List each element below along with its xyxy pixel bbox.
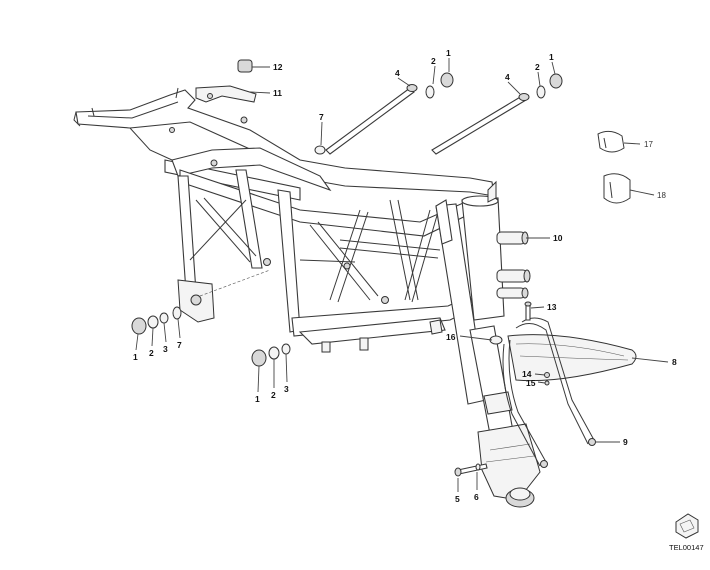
- screw-14: [544, 372, 550, 378]
- washer-top-right: [536, 85, 546, 99]
- catalog-logo: [675, 513, 699, 539]
- callout-2: 2: [271, 390, 276, 400]
- callout-18: 18: [657, 191, 666, 200]
- nut-15: [544, 380, 550, 386]
- spacer-lower-left: [159, 312, 169, 324]
- bolt-13: [524, 301, 532, 321]
- clip-17: [597, 130, 625, 153]
- washer-6: [475, 463, 481, 471]
- long-bolt-left: [325, 84, 418, 155]
- callout-1: 1: [549, 52, 554, 62]
- callout-11: 11: [273, 88, 282, 98]
- callout-7: 7: [177, 340, 182, 350]
- callout-6: 6: [474, 492, 479, 502]
- callout-1: 1: [446, 48, 451, 58]
- callout-9: 9: [623, 437, 628, 447]
- callout-4: 4: [505, 72, 510, 82]
- rubber-buffer: [237, 59, 253, 73]
- spacer-upper: [314, 145, 326, 155]
- mounting-bracket: [195, 85, 257, 103]
- callout-8: 8: [672, 357, 677, 367]
- callout-12: 12: [273, 62, 283, 72]
- leader-lines: [135, 58, 669, 492]
- callout-14: 14: [522, 369, 532, 379]
- callout-5: 5: [455, 494, 460, 504]
- callout-17: 17: [644, 140, 653, 149]
- washer-lower-left: [147, 315, 159, 329]
- main-frame: [73, 87, 531, 353]
- cap-lower-mid: [251, 349, 267, 367]
- callout-4: 4: [395, 68, 400, 78]
- callout-1: 1: [133, 352, 138, 362]
- washer-top-left: [425, 85, 435, 99]
- front-fork-leg: [435, 199, 541, 508]
- callout-1: 1: [255, 394, 260, 404]
- callout-labels: 1 2 4 4 2 1 12 11 7 17 18 10 13 16 8 14 …: [133, 48, 677, 504]
- clip-18: [603, 173, 631, 204]
- catalog-code: TEL00147: [669, 543, 704, 552]
- callout-15: 15: [526, 378, 536, 388]
- callout-13: 13: [547, 302, 557, 312]
- callout-2: 2: [431, 56, 436, 66]
- callout-3: 3: [163, 344, 168, 354]
- callout-2: 2: [535, 62, 540, 72]
- front-mudguard: [507, 334, 637, 382]
- callout-3: 3: [284, 384, 289, 394]
- callout-10: 10: [553, 233, 563, 243]
- long-bolt-right: [431, 93, 530, 155]
- cap-top-left: [440, 72, 454, 88]
- callout-2: 2: [149, 348, 154, 358]
- cap-top-right: [549, 73, 563, 89]
- callout-16: 16: [446, 332, 456, 342]
- mudguard-stay: [502, 317, 596, 468]
- washer-lower-mid: [268, 346, 280, 360]
- callout-7: 7: [319, 112, 324, 122]
- spacer-lower-mid: [281, 343, 291, 355]
- bush-lower-left: [172, 306, 182, 320]
- cap-lower-left: [131, 317, 147, 335]
